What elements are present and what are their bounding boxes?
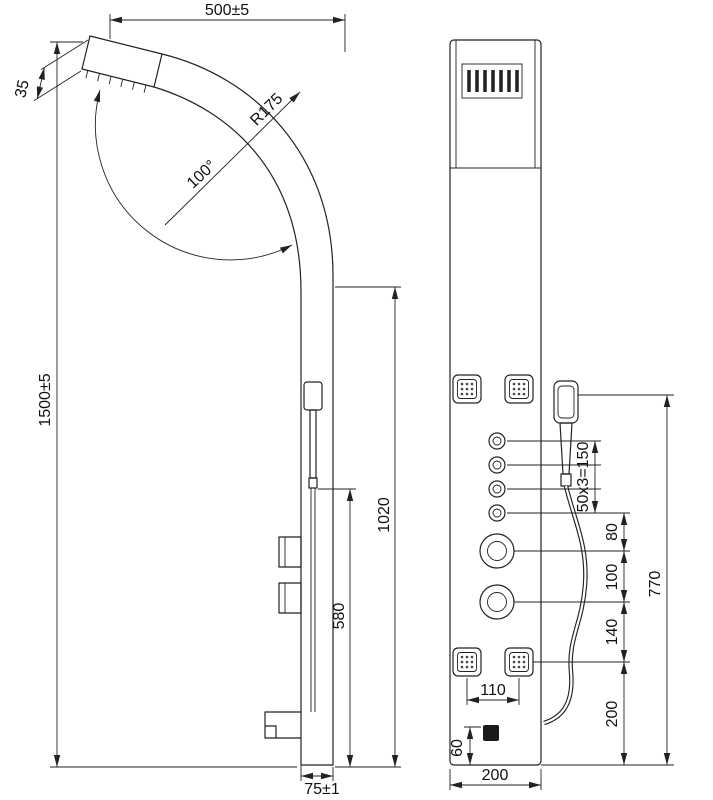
dim-extension-lines: [335, 286, 401, 768]
diverter-button-2: [488, 456, 506, 474]
dim-label-50x3: 50x3=150: [575, 442, 592, 513]
front-view: 110 60 50x3=150 80 100 140 200 770: [449, 39, 674, 790]
shower-head-nozzle-hatching: [85, 70, 147, 93]
dim-label-100: 100: [604, 564, 621, 591]
dim-radius: R175: [164, 90, 301, 226]
hand-shower-handle: [559, 422, 573, 475]
dim-chain-right: 80 100 140 200: [514, 513, 674, 766]
dim-extension-lines: [507, 440, 630, 514]
dim-outlet-60: 60: [449, 726, 481, 765]
diverter-button-3: [488, 480, 506, 498]
dim-label-200-right: 200: [604, 701, 621, 728]
dim-label-1020: 1020: [376, 497, 393, 533]
riser-pipe-side: [310, 488, 316, 712]
dim-label-200-bottom: 200: [482, 767, 509, 784]
mixer-knob-lower: [479, 584, 515, 620]
dim-label-580: 580: [331, 603, 348, 630]
dim-total-height: 1500±5: [37, 41, 297, 768]
angle-arc: [93, 89, 293, 261]
dim-label-80: 80: [604, 523, 621, 541]
water-outlet: [483, 725, 499, 741]
panel-outline: [449, 39, 542, 766]
hose-connector-nut: [560, 473, 572, 487]
dim-label-1500: 1500±5: [37, 373, 54, 426]
dim-label-35: 35: [12, 78, 33, 99]
dim-extension-lines: [514, 550, 674, 766]
dim-height-770: 770: [578, 394, 674, 765]
dim-depth-75: 75±1: [300, 742, 340, 798]
dim-label-100deg: 100°: [184, 157, 220, 192]
dim-line: [36, 67, 45, 99]
dim-extension-lines: [33, 39, 89, 101]
shower-hose-core: [543, 485, 587, 725]
dim-label-140: 140: [604, 619, 621, 646]
body-jet-top-left: [452, 374, 482, 404]
body-jet-bottom-left: [452, 647, 482, 677]
dim-label-r175: R175: [247, 90, 286, 129]
diverter-button-4: [488, 504, 506, 522]
dim-jet-pitch: 50x3=150: [507, 440, 630, 514]
dim-head-thickness: 35: [12, 39, 89, 101]
diverter-button-1: [488, 432, 506, 450]
dim-jet-span-110: 110: [466, 678, 520, 705]
body-jet-bottom-right: [504, 647, 534, 677]
hand-shower-face: [557, 385, 575, 419]
hand-shower-front: [543, 380, 588, 726]
dim-width-200: 200: [449, 767, 542, 790]
dim-label-110: 110: [480, 682, 506, 699]
bottom-spout-profile: [264, 711, 302, 739]
dim-label-75: 75±1: [304, 781, 340, 798]
grille-frame: [461, 63, 523, 99]
dim-height-580: 580: [318, 488, 356, 767]
dim-width-top: 500±5: [109, 2, 346, 52]
panel-head-section-lines: [450, 40, 541, 169]
grille-bars: [467, 70, 519, 92]
hand-shower-handle-side: [309, 409, 317, 479]
hand-shower-head-side: [303, 381, 323, 411]
side-view: 500±5 35 100° R175 1500±5 1020 580: [12, 2, 401, 798]
speaker-grille: [461, 63, 523, 99]
hand-shower-side: [303, 381, 323, 712]
dim-label-770: 770: [647, 571, 664, 598]
dim-label-500: 500±5: [205, 2, 249, 19]
knob-side-lower: [278, 582, 302, 614]
dim-height-1020: 1020: [335, 286, 401, 768]
mixer-knob-upper: [479, 533, 515, 569]
dim-extension-lines: [300, 742, 334, 781]
dim-extension-lines: [50, 41, 297, 768]
dim-label-60: 60: [449, 739, 466, 757]
knob-side-upper: [278, 536, 302, 568]
shower-hose: [543, 485, 588, 726]
hand-shower-connector-side: [308, 477, 318, 489]
control-knobs-side: [278, 536, 302, 614]
body-jet-top-right: [504, 374, 534, 404]
shower-head-profile: [81, 35, 163, 88]
radius-leader-line: [164, 91, 301, 226]
